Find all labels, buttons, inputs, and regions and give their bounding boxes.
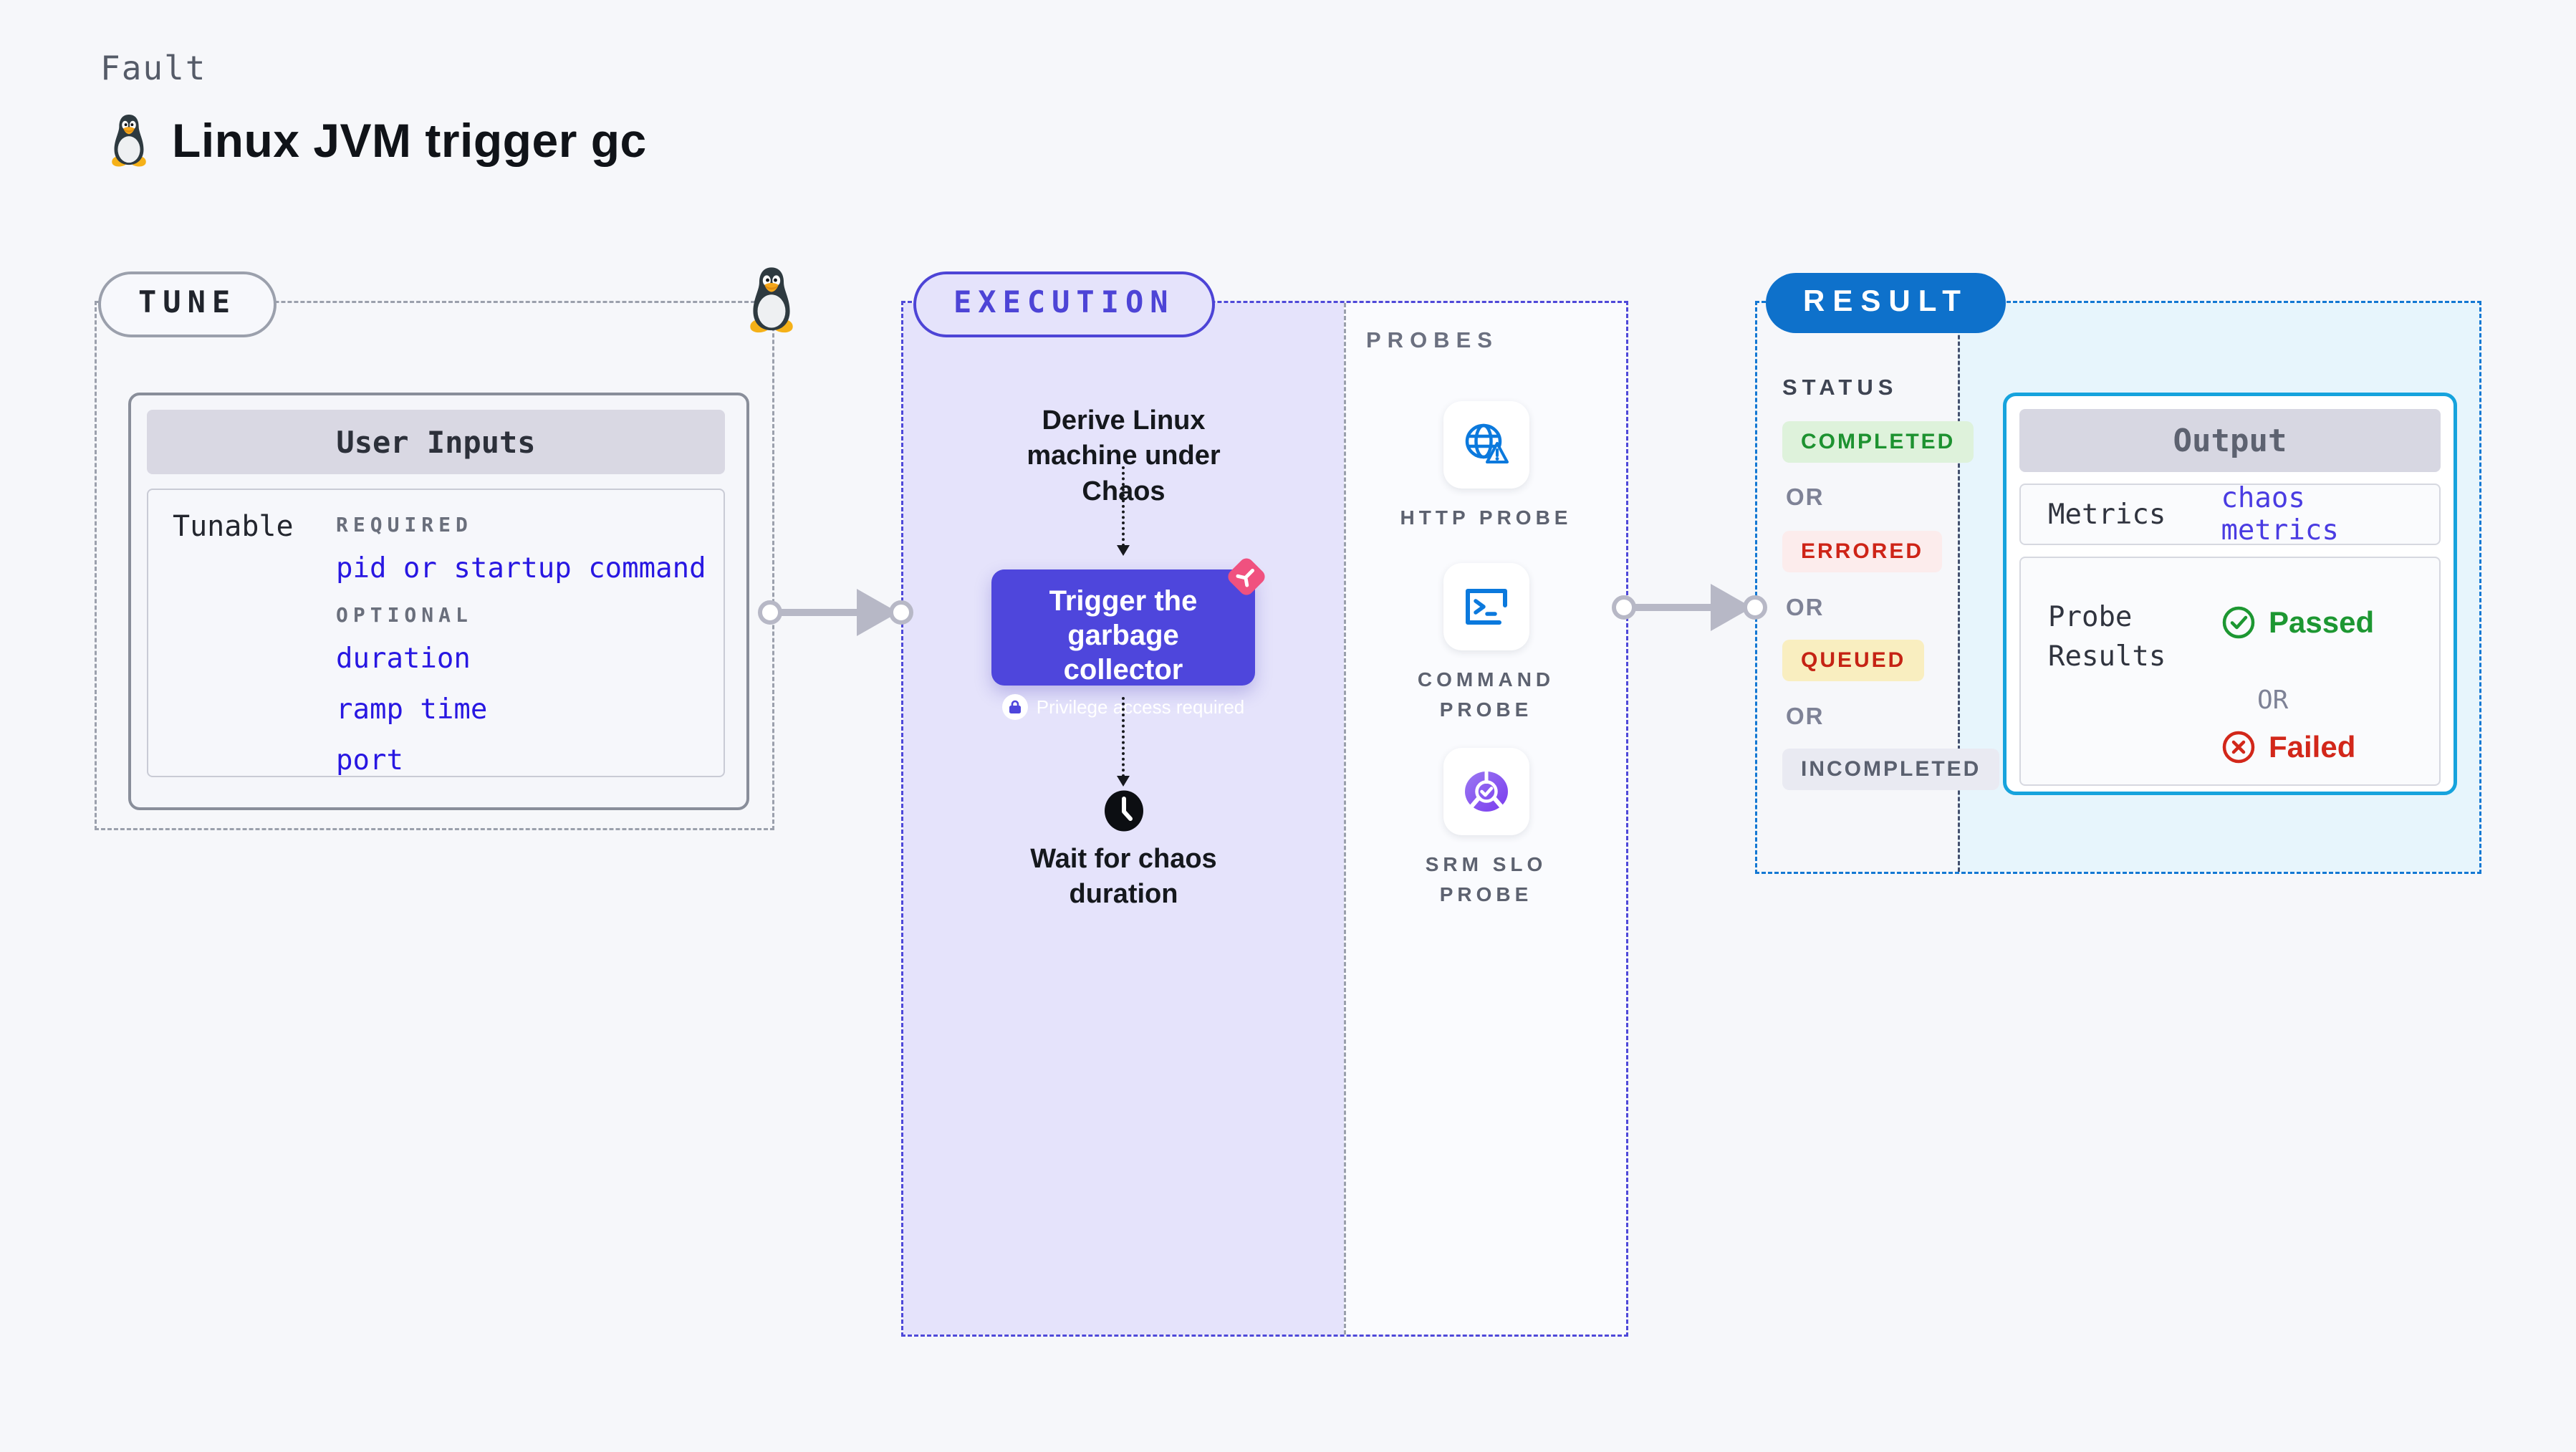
page-title: Linux JVM trigger gc <box>172 114 647 167</box>
execution-flow-area: Derive Linux machine under Chaos Trigger… <box>903 303 1344 1335</box>
field-duration[interactable]: duration <box>336 643 471 675</box>
trigger-gc-title: Trigger the garbage collector <box>1049 585 1198 686</box>
chaos-logo-icon <box>1228 558 1265 595</box>
x-circle-icon <box>2222 731 2255 764</box>
probe-srm-slo: SRM SLO PROBE <box>1346 748 1626 910</box>
output-card: Output Metrics chaos metrics Probe Resul… <box>2003 393 2457 795</box>
flow-arrowhead <box>1117 776 1130 787</box>
connector-port <box>1743 595 1767 620</box>
wait-step-label: Wait for chaos duration <box>1030 844 1217 910</box>
user-inputs-card: User Inputs Tunable REQUIRED pid or star… <box>128 393 749 810</box>
status-label: STATUS <box>1782 375 1898 400</box>
connector-port <box>758 600 782 625</box>
probe-http: HTTP PROBE <box>1346 401 1626 533</box>
probe-results-label: Probe Results <box>2048 601 2166 673</box>
tune-pill: TUNE <box>98 271 277 337</box>
or-label: OR <box>2257 686 2289 715</box>
or-label: OR <box>1786 484 1825 510</box>
globe-alert-icon <box>1443 401 1529 489</box>
flow-arrow <box>1122 466 1125 547</box>
connector-tune-execution <box>770 609 870 616</box>
result-section: RESULT STATUS COMPLETED OR ERRORED OR QU… <box>1755 273 2481 874</box>
connector-port <box>889 600 913 625</box>
probe-http-label: HTTP PROBE <box>1400 506 1572 529</box>
metrics-label: Metrics <box>2048 498 2166 531</box>
probe-srm-slo-label: SRM SLO PROBE <box>1425 853 1547 905</box>
output-title: Output <box>2019 409 2441 472</box>
user-inputs-title: User Inputs <box>147 410 725 474</box>
status-badge-queued: QUEUED <box>1782 640 1925 681</box>
result-pill: RESULT <box>1766 273 2006 333</box>
tune-section: TUNE User Inputs Tunable REQUIRED pid or… <box>95 267 793 830</box>
check-circle-icon <box>2222 606 2255 639</box>
probe-result-passed: Passed <box>2221 605 2374 640</box>
user-inputs-body: Tunable REQUIRED pid or startup command … <box>147 489 725 777</box>
status-badge-incompleted: INCOMPLETED <box>1782 749 2000 790</box>
title-row: Linux JVM trigger gc <box>106 113 647 168</box>
trigger-gc-node[interactable]: Trigger the garbage collector Privilege … <box>991 558 1265 720</box>
clock-icon <box>903 790 1344 832</box>
probes-panel: PROBES HTTP PROBE <box>1344 303 1626 1335</box>
field-port[interactable]: port <box>336 744 403 777</box>
flow-arrow <box>1122 697 1125 777</box>
probe-command-label: COMMAND PROBE <box>1417 668 1555 721</box>
flow-arrowhead <box>1117 545 1130 556</box>
probe-result-failed: Failed <box>2221 730 2355 764</box>
or-label: OR <box>1786 594 1825 620</box>
field-pid-or-startup-command[interactable]: pid or startup command <box>336 552 706 585</box>
metrics-value-link[interactable]: chaos metrics <box>2221 482 2339 547</box>
tunable-label: Tunable <box>173 510 294 543</box>
slo-pie-icon <box>1443 748 1529 835</box>
probe-results-row: Probe Results Passed OR Failed <box>2019 557 2441 786</box>
optional-label: OPTIONAL <box>336 603 473 627</box>
status-badge-completed: COMPLETED <box>1782 421 1974 463</box>
or-label: OR <box>1786 703 1825 729</box>
probes-label: PROBES <box>1366 327 1499 352</box>
required-label: REQUIRED <box>336 513 473 537</box>
tux-penguin-icon <box>750 267 793 333</box>
field-ramp-time[interactable]: ramp time <box>336 693 488 726</box>
execution-pill: EXECUTION <box>913 271 1215 337</box>
execution-section: Derive Linux machine under Chaos Trigger… <box>901 271 1628 1337</box>
connector-port <box>1612 595 1636 620</box>
privilege-note: Privilege access required <box>991 694 1255 720</box>
metrics-row: Metrics chaos metrics <box>2019 482 2441 547</box>
probe-command: COMMAND PROBE <box>1346 563 1626 725</box>
status-badge-errored: ERRORED <box>1782 531 1943 572</box>
tunable-fields: REQUIRED pid or startup command OPTIONAL… <box>336 507 709 795</box>
connector-execution-result <box>1624 604 1717 611</box>
fault-kicker: Fault <box>100 49 207 87</box>
tux-penguin-icon <box>112 114 146 167</box>
terminal-icon <box>1443 563 1529 650</box>
lock-icon <box>1001 694 1028 720</box>
